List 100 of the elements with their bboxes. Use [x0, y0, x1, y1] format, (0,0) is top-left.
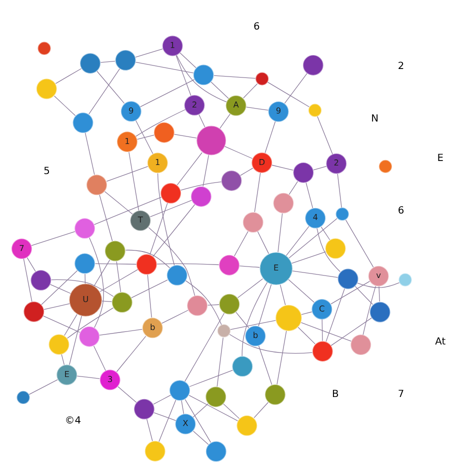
connector — [174, 134, 197, 138]
node-circle — [79, 52, 102, 74]
connector — [88, 68, 120, 114]
node-circle — [30, 269, 52, 292]
node-circle: 2 — [184, 94, 206, 116]
connector — [136, 134, 154, 140]
connector — [176, 152, 202, 186]
connector — [89, 237, 104, 328]
node-circle: 9 — [120, 100, 142, 122]
node-circle — [36, 78, 58, 100]
connector — [330, 318, 372, 346]
node-circle — [272, 192, 294, 214]
connector — [214, 75, 256, 79]
node-circle — [292, 162, 314, 184]
node-circle — [72, 112, 94, 134]
connector — [202, 154, 209, 187]
connector — [257, 231, 270, 254]
connector — [223, 403, 240, 419]
connector — [354, 286, 373, 305]
node-circle — [166, 264, 188, 286]
connector — [236, 312, 250, 328]
node-circle — [398, 272, 412, 287]
connector — [28, 379, 58, 395]
connector — [185, 280, 222, 326]
connector — [99, 194, 113, 242]
node-circle: 9 — [268, 100, 290, 123]
connector — [229, 334, 313, 354]
connector — [313, 166, 327, 170]
connector — [41, 270, 78, 305]
connector — [291, 252, 326, 264]
node-circle — [23, 300, 45, 323]
connector — [258, 284, 272, 326]
connector — [94, 346, 106, 371]
node-circle: 7 — [10, 238, 33, 260]
connector — [176, 55, 192, 96]
node-circle — [232, 356, 254, 378]
connector — [258, 346, 272, 386]
connector — [234, 231, 248, 256]
node-circle — [218, 254, 240, 276]
connector — [118, 386, 137, 403]
node-circle: 3 — [99, 369, 121, 391]
connector — [246, 106, 269, 111]
connector — [224, 146, 253, 159]
connector — [54, 96, 76, 116]
node-circle — [190, 186, 212, 208]
connector — [278, 213, 283, 252]
node-circle: C — [311, 298, 333, 320]
connector — [162, 310, 188, 324]
connector — [216, 337, 224, 387]
node-circle — [78, 326, 100, 348]
connector — [320, 226, 330, 240]
connector — [284, 73, 308, 104]
connector — [230, 320, 276, 330]
node-circle — [48, 334, 70, 356]
node-circle — [153, 122, 176, 144]
node-circle — [136, 254, 158, 276]
connector — [100, 60, 116, 63]
node-circle — [186, 294, 208, 317]
node-circle — [220, 170, 242, 192]
connector — [150, 200, 192, 218]
connector — [198, 114, 206, 128]
label: E — [437, 152, 444, 164]
connector — [76, 376, 100, 379]
connector — [31, 231, 76, 246]
connector — [153, 394, 171, 405]
connector — [220, 114, 230, 129]
connector — [55, 68, 82, 84]
connector — [362, 286, 376, 336]
node-circle: v — [368, 265, 390, 287]
node-circle — [350, 334, 372, 356]
connector — [116, 261, 122, 292]
node-circle — [369, 301, 391, 323]
connector — [50, 284, 71, 294]
connector — [176, 55, 227, 102]
node-circle: E — [56, 364, 78, 386]
connector — [267, 82, 310, 108]
node-circle: U — [68, 283, 103, 318]
connector — [69, 316, 82, 366]
connector — [128, 152, 140, 211]
node-circle — [114, 49, 136, 72]
connector — [135, 48, 163, 58]
connector — [378, 286, 380, 302]
connector — [189, 370, 234, 387]
connector — [184, 312, 225, 382]
connector — [125, 250, 170, 268]
node-circle — [205, 440, 227, 462]
connector — [131, 280, 168, 298]
node-circle — [312, 340, 334, 362]
connector — [94, 263, 137, 265]
connector — [180, 52, 196, 68]
label: 6 — [254, 22, 260, 33]
connector — [99, 329, 143, 336]
node-circle — [160, 182, 182, 204]
connector — [136, 109, 186, 137]
node-circle — [144, 440, 166, 462]
label: ©4 — [64, 415, 82, 426]
connector — [254, 172, 261, 212]
node-circle — [74, 218, 96, 240]
node-circle — [168, 380, 191, 402]
node-circle — [254, 72, 270, 86]
